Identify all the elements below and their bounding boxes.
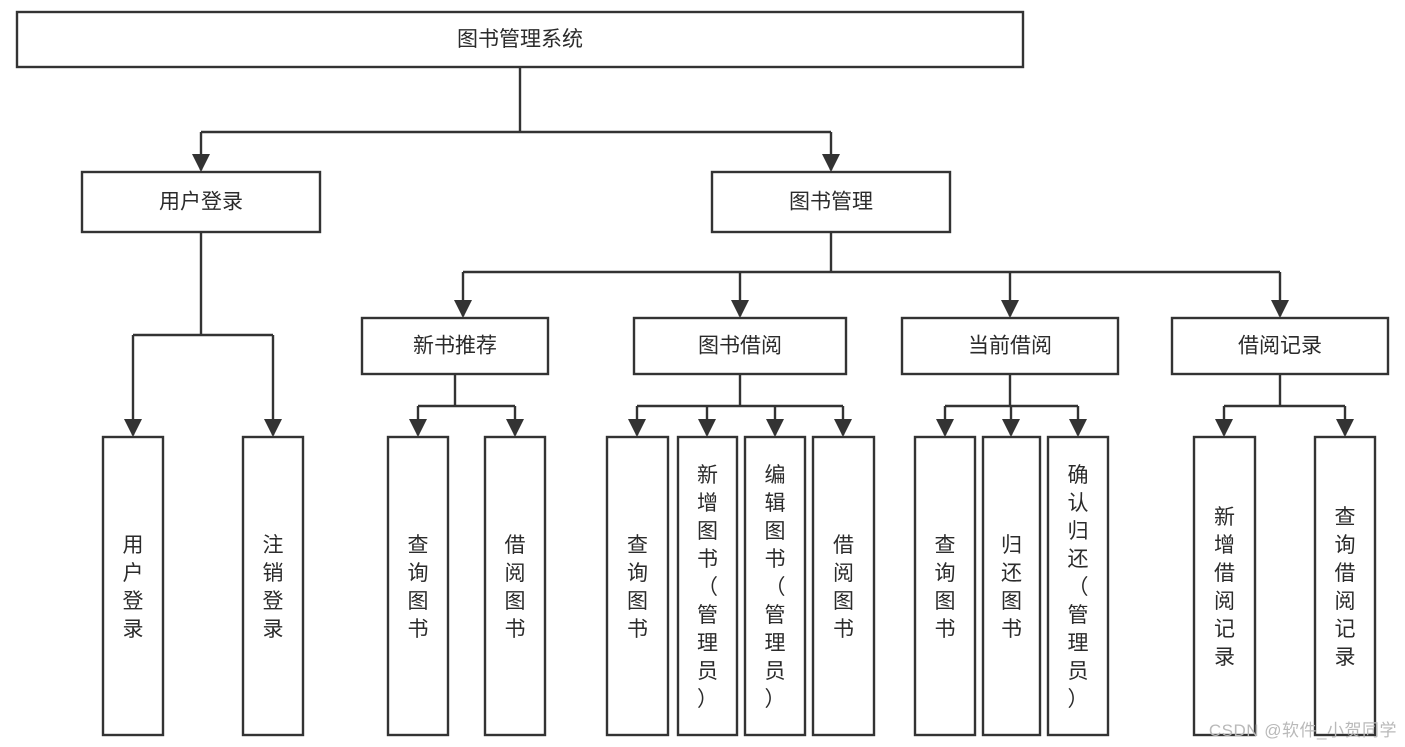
- node-label-leaf-return-book: 归还图书: [1001, 534, 1022, 641]
- connector-borrow-record-to-leaves: [1215, 374, 1354, 437]
- connector-current-borrow-to-leaves: [936, 374, 1087, 437]
- node-leaf-query-book-recommend[interactable]: 查询图书: [386, 435, 450, 737]
- node-book-borrow[interactable]: 图书借阅: [632, 316, 848, 376]
- node-box-current-borrow[interactable]: [900, 316, 1120, 376]
- nodes-layer: 图书管理系统用户登录图书管理新书推荐图书借阅当前借阅借阅记录用户登录注销登录查询…: [15, 10, 1390, 737]
- arrow-head-icon: [192, 154, 210, 172]
- node-label-leaf-query-book-recommend: 查询图书: [408, 534, 429, 641]
- arrow-head-icon: [766, 419, 784, 437]
- arrow-head-icon: [1336, 419, 1354, 437]
- node-box-leaf-query-book-recommend[interactable]: [386, 435, 450, 737]
- arrow-head-icon: [506, 419, 524, 437]
- node-box-leaf-borrow-book-recommend[interactable]: [483, 435, 547, 737]
- node-label-leaf-confirm-return-admin: 确认归还（管理员）: [1068, 464, 1089, 711]
- node-user-login[interactable]: 用户登录: [80, 170, 322, 234]
- node-leaf-user-login[interactable]: 用户登录: [101, 435, 165, 737]
- arrow-head-icon: [1069, 419, 1087, 437]
- node-book-management[interactable]: 图书管理: [710, 170, 952, 234]
- node-leaf-add-book-admin[interactable]: 新增图书（管理员）: [676, 435, 739, 737]
- node-leaf-return-book[interactable]: 归还图书: [981, 435, 1042, 737]
- arrow-head-icon: [264, 419, 282, 437]
- node-box-leaf-user-login[interactable]: [101, 435, 165, 737]
- arrow-head-icon: [454, 300, 472, 318]
- node-box-leaf-query-book-borrow[interactable]: [605, 435, 670, 737]
- node-box-book-management[interactable]: [710, 170, 952, 234]
- node-label-leaf-query-book-borrow: 查询图书: [627, 534, 648, 641]
- connectors-layer: [124, 67, 1354, 437]
- connector-book-borrow-to-leaves: [628, 374, 852, 437]
- node-label-user-login: 用户登录: [159, 191, 243, 214]
- node-label-leaf-add-book-admin: 新增图书（管理员）: [697, 464, 718, 711]
- node-label-root: 图书管理系统: [457, 28, 583, 51]
- node-box-new-book-recommend[interactable]: [360, 316, 550, 376]
- node-box-leaf-logout-login[interactable]: [241, 435, 305, 737]
- node-box-leaf-return-book[interactable]: [981, 435, 1042, 737]
- node-leaf-borrow-book[interactable]: 借阅图书: [811, 435, 876, 737]
- node-box-leaf-add-book-admin[interactable]: [676, 435, 739, 737]
- arrow-head-icon: [731, 300, 749, 318]
- arrow-head-icon: [628, 419, 646, 437]
- node-leaf-confirm-return-admin[interactable]: 确认归还（管理员）: [1046, 435, 1110, 737]
- node-label-leaf-borrow-book: 借阅图书: [833, 534, 854, 641]
- node-box-leaf-edit-book-admin[interactable]: [743, 435, 807, 737]
- connector-user-login-to-leaves: [124, 232, 282, 437]
- watermark-text: CSDN @软件_小贺同学: [1208, 721, 1397, 740]
- arrow-head-icon: [1002, 419, 1020, 437]
- arrow-head-icon: [1001, 300, 1019, 318]
- arrow-head-icon: [834, 419, 852, 437]
- node-label-leaf-query-book-current: 查询图书: [935, 534, 956, 641]
- node-leaf-logout-login[interactable]: 注销登录: [241, 435, 305, 737]
- node-label-book-management: 图书管理: [789, 191, 873, 214]
- node-box-user-login[interactable]: [80, 170, 322, 234]
- node-borrow-record[interactable]: 借阅记录: [1170, 316, 1390, 376]
- node-label-borrow-record: 借阅记录: [1238, 335, 1322, 358]
- node-label-book-borrow: 图书借阅: [698, 335, 782, 358]
- arrow-head-icon: [1271, 300, 1289, 318]
- node-label-current-borrow: 当前借阅: [968, 335, 1052, 358]
- node-root[interactable]: 图书管理系统: [15, 10, 1025, 69]
- node-box-borrow-record[interactable]: [1170, 316, 1390, 376]
- node-new-book-recommend[interactable]: 新书推荐: [360, 316, 550, 376]
- node-label-leaf-logout-login: 注销登录: [263, 534, 284, 641]
- arrow-head-icon: [124, 419, 142, 437]
- connector-root-to-level1-bus: [192, 67, 840, 172]
- node-leaf-borrow-book-recommend[interactable]: 借阅图书: [483, 435, 547, 737]
- node-box-leaf-borrow-book[interactable]: [811, 435, 876, 737]
- arrow-head-icon: [409, 419, 427, 437]
- node-label-leaf-edit-book-admin: 编辑图书（管理员）: [765, 464, 786, 711]
- node-label-leaf-borrow-book-recommend: 借阅图书: [505, 534, 526, 641]
- arrow-head-icon: [698, 419, 716, 437]
- node-box-leaf-confirm-return-admin[interactable]: [1046, 435, 1110, 737]
- node-leaf-query-borrow-record[interactable]: 查询借阅记录: [1313, 435, 1377, 737]
- node-label-leaf-add-borrow-record: 新增借阅记录: [1214, 506, 1235, 669]
- node-leaf-query-book-current[interactable]: 查询图书: [913, 435, 977, 737]
- node-leaf-add-borrow-record[interactable]: 新增借阅记录: [1192, 435, 1257, 737]
- node-box-leaf-query-borrow-record[interactable]: [1313, 435, 1377, 737]
- node-box-root[interactable]: [15, 10, 1025, 69]
- arrow-head-icon: [1215, 419, 1233, 437]
- node-label-new-book-recommend: 新书推荐: [413, 335, 497, 358]
- node-box-book-borrow[interactable]: [632, 316, 848, 376]
- arrow-head-icon: [822, 154, 840, 172]
- connector-new-book-recommend-to-leaves: [409, 374, 524, 437]
- node-box-leaf-query-book-current[interactable]: [913, 435, 977, 737]
- node-leaf-edit-book-admin[interactable]: 编辑图书（管理员）: [743, 435, 807, 737]
- connector-book-management-to-level2: [454, 232, 1289, 318]
- node-box-leaf-add-borrow-record[interactable]: [1192, 435, 1257, 737]
- node-leaf-query-book-borrow[interactable]: 查询图书: [605, 435, 670, 737]
- arrow-head-icon: [936, 419, 954, 437]
- node-current-borrow[interactable]: 当前借阅: [900, 316, 1120, 376]
- node-label-leaf-query-borrow-record: 查询借阅记录: [1335, 506, 1356, 669]
- node-label-leaf-user-login: 用户登录: [123, 534, 144, 641]
